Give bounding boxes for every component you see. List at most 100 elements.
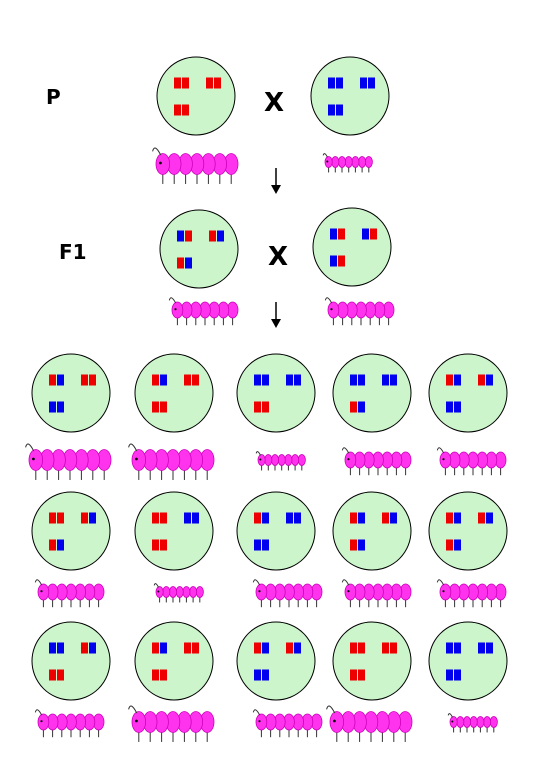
- allele-red: [192, 642, 199, 654]
- allele-red: [174, 77, 181, 89]
- allele-red: [370, 228, 377, 240]
- cell-membrane: [31, 491, 111, 571]
- caterpillar-antenna: [128, 705, 138, 714]
- caterpillar-eye: [135, 457, 138, 461]
- cell-f2-5: [428, 353, 508, 433]
- allele-blue: [360, 77, 367, 89]
- caterpillar-head: [439, 583, 452, 601]
- cell-f2-8: [236, 491, 316, 571]
- allele-red: [160, 539, 167, 551]
- chromosome-pair: [350, 669, 365, 681]
- allele-blue: [486, 374, 493, 386]
- chromosome-pair: [254, 512, 269, 524]
- caterpillar-eye: [330, 308, 333, 311]
- cell-f2-4: [332, 353, 412, 433]
- arrow-p-to-f1: [271, 168, 281, 194]
- caterpillar-eye: [333, 719, 336, 723]
- allele-red: [358, 642, 365, 654]
- cell-membrane: [236, 491, 316, 571]
- chromosome-pair: [49, 539, 64, 551]
- allele-blue: [478, 642, 485, 654]
- caterpillar-eye: [326, 160, 329, 163]
- chromosome-pair: [478, 642, 493, 654]
- chromosome-pair: [382, 512, 397, 524]
- caterpillar-f2-15: [447, 713, 498, 733]
- allele-blue: [390, 374, 397, 386]
- cell-membrane: [134, 491, 214, 571]
- caterpillar-head: [329, 711, 345, 733]
- chromosome-pair: [286, 374, 301, 386]
- caterpillar-head: [155, 153, 171, 175]
- caterpillar-antenna: [34, 579, 43, 586]
- allele-blue: [177, 230, 184, 242]
- allele-red: [49, 374, 56, 386]
- chromosome-pair: [382, 374, 397, 386]
- caterpillar-head: [324, 156, 333, 168]
- chromosome-pair: [174, 77, 189, 89]
- allele-red: [49, 669, 56, 681]
- allele-blue: [358, 401, 365, 413]
- cell-membrane: [332, 621, 412, 701]
- chromosome-pair: [49, 669, 64, 681]
- caterpillar-antenna: [128, 443, 138, 452]
- allele-red: [184, 374, 191, 386]
- caterpillar-segment: [168, 586, 177, 598]
- cell-membrane: [312, 207, 392, 287]
- chromosome-pair: [254, 374, 269, 386]
- generation-label-f1: F1: [59, 240, 87, 264]
- allele-blue: [446, 642, 453, 654]
- allele-red: [177, 257, 184, 269]
- allele-red: [254, 401, 261, 413]
- arrow-layer: [271, 168, 281, 328]
- chromosome-pair: [350, 401, 365, 413]
- allele-red: [446, 374, 453, 386]
- cell-f2-3: [236, 353, 316, 433]
- caterpillar-head: [37, 583, 50, 601]
- caterpillar-segment: [291, 454, 300, 466]
- allele-red: [57, 669, 64, 681]
- chromosome-pair: [49, 512, 64, 524]
- chromosome-pair: [350, 539, 365, 551]
- allele-red: [350, 539, 357, 551]
- caterpillar-eye: [32, 457, 35, 461]
- allele-blue: [57, 374, 64, 386]
- chromosome-pair: [446, 512, 461, 524]
- chromosome-pair: [152, 642, 167, 654]
- chromosome-pair: [152, 539, 167, 551]
- caterpillar-f2-10: [436, 579, 507, 608]
- caterpillar-f1-left: [168, 297, 239, 326]
- caterpillar-segment: [462, 716, 471, 728]
- allele-red: [81, 374, 88, 386]
- allele-red: [49, 539, 56, 551]
- caterpillar-segment: [456, 716, 465, 728]
- caterpillar-f2-3: [255, 451, 306, 471]
- allele-blue: [328, 77, 335, 89]
- allele-blue: [390, 512, 397, 524]
- allele-red: [262, 401, 269, 413]
- allele-blue: [57, 642, 64, 654]
- chromosome-pair: [382, 642, 397, 654]
- caterpillar-eye: [347, 458, 350, 461]
- allele-red: [81, 642, 88, 654]
- caterpillar-segment: [270, 454, 279, 466]
- allele-blue: [330, 255, 337, 267]
- cell-f2-10: [428, 491, 508, 571]
- caterpillar-segment: [297, 454, 306, 466]
- caterpillar-antenna: [252, 579, 261, 586]
- caterpillar-head: [255, 583, 268, 601]
- arrow-f1-to-f2: [271, 302, 281, 328]
- allele-blue: [184, 512, 191, 524]
- allele-red: [49, 512, 56, 524]
- allele-red: [152, 374, 159, 386]
- cell-f2-6: [31, 491, 111, 571]
- cell-membrane: [31, 621, 111, 701]
- caterpillar-antenna: [168, 297, 177, 304]
- cell-membrane: [428, 353, 508, 433]
- chromosome-pair: [49, 374, 64, 386]
- chromosome-pair: [254, 669, 269, 681]
- allele-red: [254, 512, 261, 524]
- cell-membrane: [332, 353, 412, 433]
- chromosome-pair: [446, 669, 461, 681]
- allele-blue: [350, 374, 357, 386]
- allele-red: [382, 642, 389, 654]
